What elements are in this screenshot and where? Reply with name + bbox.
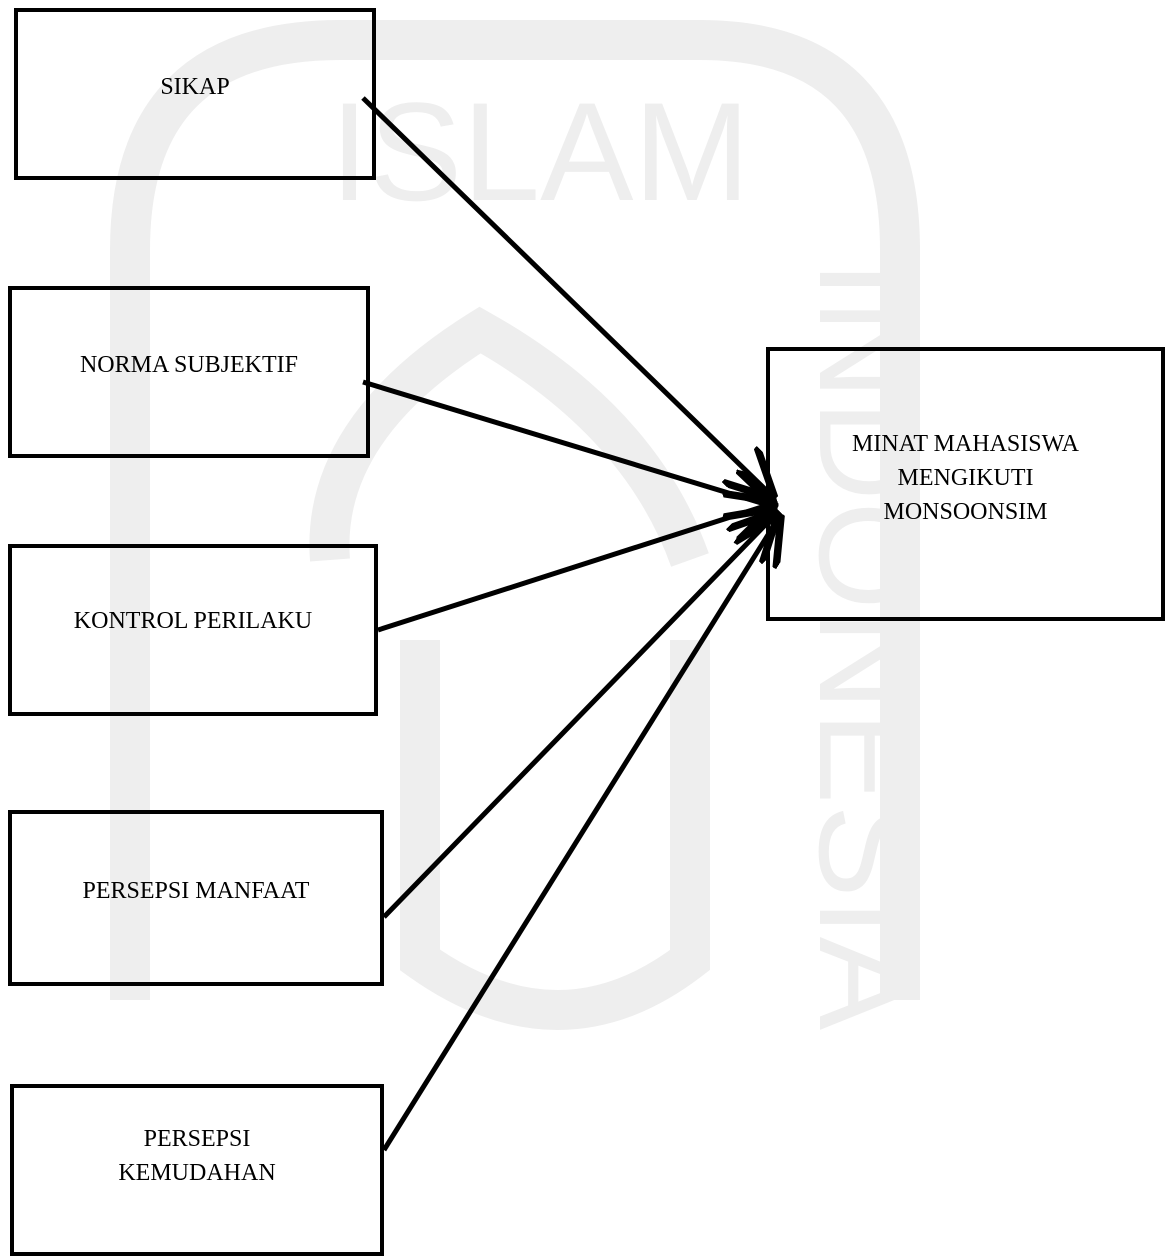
arrow-norma-to-minat xyxy=(362,379,768,505)
node-norma-subjektif-label: NORMA SUBJEKTIF xyxy=(79,352,299,378)
arrow-kontrol-to-minat xyxy=(377,505,768,633)
node-persepsi-manfaat: PERSEPSI MANFAAT xyxy=(8,810,384,986)
node-kontrol-perilaku: KONTROL PERILAKU xyxy=(8,544,378,716)
arrow-kemudahan-to-minat xyxy=(381,522,776,1152)
node-sikap: SIKAP xyxy=(14,8,376,180)
node-persepsi-kemudahan-label: PERSEPSI KEMUDAHAN xyxy=(118,1126,276,1186)
node-persepsi-manfaat-label: PERSEPSI MANFAAT xyxy=(82,878,310,904)
arrow-manfaat-to-minat xyxy=(382,518,772,919)
node-sikap-label: SIKAP xyxy=(160,74,230,100)
node-kontrol-perilaku-label: KONTROL PERILAKU xyxy=(73,608,313,634)
arrow-sikap-to-minat xyxy=(361,96,768,492)
node-minat-mahasiswa-label: MINAT MAHASISWA MENGIKUTI MONSOONSIM xyxy=(852,431,1079,525)
node-norma-subjektif: NORMA SUBJEKTIF xyxy=(8,286,370,458)
node-minat-mahasiswa: MINAT MAHASISWA MENGIKUTI MONSOONSIM xyxy=(766,347,1165,621)
